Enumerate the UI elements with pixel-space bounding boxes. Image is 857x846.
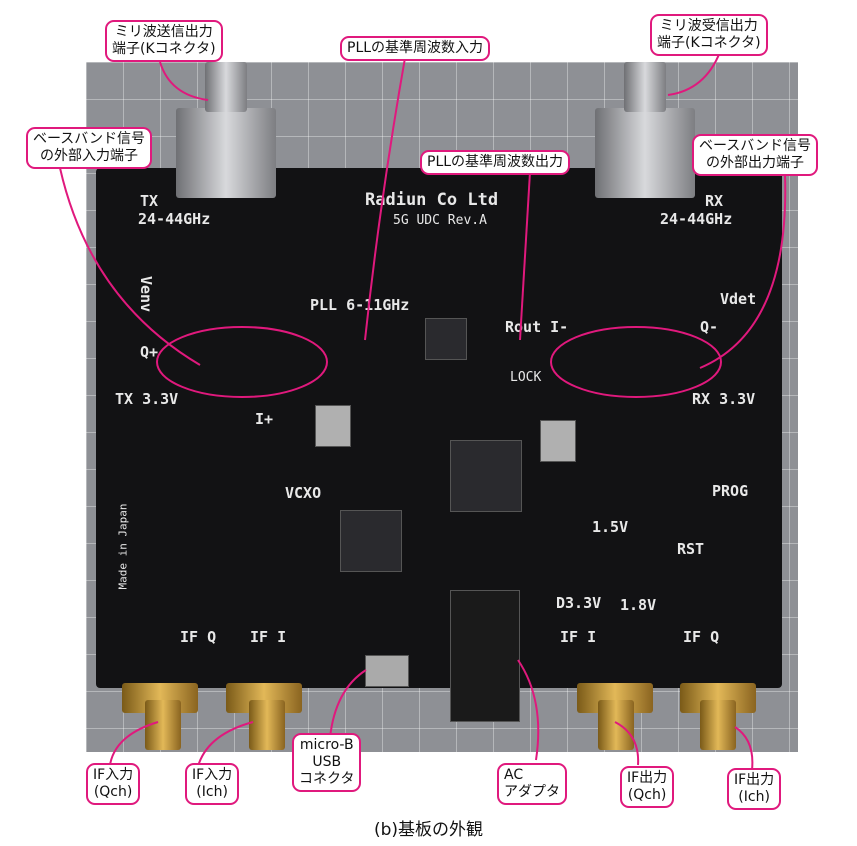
- callout-tx-connector: ミリ波送信出力 端子(Kコネクタ): [105, 20, 223, 62]
- callout-if-in-i: IF入力 (Ich): [185, 763, 240, 805]
- callout-text: (Qch): [93, 784, 133, 800]
- callout-text: micro-B: [299, 737, 354, 753]
- if-out-i-sma-thread: [598, 700, 634, 750]
- silk-lock: LOCK: [510, 370, 542, 385]
- silk-if-i-right: IF I: [560, 628, 597, 646]
- callout-text: ミリ波受信出力: [659, 18, 758, 34]
- callout-text: PLLの基準周波数出力: [427, 154, 564, 170]
- callout-usb: micro-B USB コネクタ: [292, 733, 362, 792]
- leader-pll-in: [364, 57, 406, 341]
- callout-baseband-out: ベースバンド信号 の外部出力端子: [692, 134, 818, 176]
- if-out-q-sma-thread: [700, 700, 736, 750]
- callout-ac-adapter: AC アダプタ: [497, 763, 567, 805]
- callout-text: IF出力: [627, 770, 668, 786]
- callout-text: の外部入力端子: [40, 148, 138, 164]
- callout-text: コネクタ: [299, 771, 355, 787]
- callout-text: PLLの基準周波数入力: [347, 40, 484, 56]
- silk-if-q-left: IF Q: [180, 628, 217, 646]
- callout-text: 端子(Kコネクタ): [112, 41, 216, 57]
- callout-text: IF入力: [192, 767, 233, 783]
- usb-chip: [340, 510, 402, 572]
- silk-tx-band: 24-44GHz: [138, 210, 211, 228]
- silk-pll: PLL 6-11GHz: [310, 296, 410, 314]
- callout-text: アダプタ: [504, 784, 560, 800]
- silk-company: Radiun Co Ltd: [365, 190, 499, 210]
- silk-rev: 5G UDC Rev.A: [393, 213, 487, 228]
- callout-text: IF出力: [734, 772, 775, 788]
- callout-baseband-in: ベースバンド信号 の外部入力端子: [26, 127, 152, 169]
- callout-rx-connector: ミリ波受信出力 端子(Kコネクタ): [650, 14, 768, 56]
- bb-in-highlight: [156, 326, 328, 398]
- dc-jack: [450, 590, 520, 722]
- micro-usb-port: [365, 655, 409, 687]
- callout-text: ミリ波送信出力: [114, 24, 213, 40]
- callout-if-out-q: IF出力 (Qch): [620, 766, 675, 808]
- leader-usb: [329, 669, 367, 739]
- rx-k-connector-thread: [624, 62, 666, 112]
- tx-k-connector: [176, 108, 276, 198]
- silk-q-minus: Q-: [700, 318, 719, 336]
- silk-tx: TX: [140, 192, 159, 210]
- callout-text: (Qch): [627, 787, 667, 803]
- leader-if-out-i: [614, 721, 640, 766]
- callout-if-in-q: IF入力 (Qch): [86, 763, 141, 805]
- silk-i-plus: I+: [255, 410, 274, 428]
- callout-text: ベースバンド信号: [33, 131, 145, 147]
- leader-tx: [159, 61, 209, 101]
- silk-prog: PROG: [712, 482, 749, 500]
- silk-if-q-right: IF Q: [683, 628, 720, 646]
- if-in-i-sma-thread: [249, 700, 285, 750]
- silk-1v8: 1.8V: [620, 596, 657, 614]
- bb-out-highlight: [550, 326, 722, 398]
- callout-text: (Ich): [738, 789, 770, 805]
- callout-pll-ref-out: PLLの基準周波数出力: [420, 150, 571, 175]
- crystal: [540, 420, 576, 462]
- callout-text: AC: [504, 767, 524, 783]
- leader-rx: [667, 51, 721, 96]
- silk-q-plus: Q+: [140, 343, 159, 361]
- figure-caption: (b)基板の外観: [373, 820, 484, 840]
- silk-d3v3: D3.3V: [556, 594, 602, 612]
- silk-tx33: TX 3.3V: [115, 390, 179, 408]
- callout-text: USB: [312, 754, 342, 770]
- rx-k-connector: [595, 108, 695, 198]
- silk-rx33: RX 3.3V: [692, 390, 756, 408]
- silk-vdet: Vdet: [720, 290, 757, 308]
- leader-bb-in: [59, 167, 201, 366]
- leader-bb-out: [699, 174, 787, 369]
- callout-pll-ref-in: PLLの基準周波数入力: [340, 36, 491, 61]
- leader-if-in-q: [109, 721, 159, 766]
- callout-text: の外部出力端子: [706, 155, 804, 171]
- silk-rst: RST: [677, 540, 705, 558]
- tx-k-connector-thread: [205, 62, 247, 112]
- silk-rx-band: 24-44GHz: [660, 210, 733, 228]
- vcxo-crystal: [315, 405, 351, 447]
- callout-text: ベースバンド信号: [699, 138, 811, 154]
- leader-pll-out: [519, 171, 531, 341]
- callout-text: (Ich): [196, 784, 228, 800]
- callout-if-out-i: IF出力 (Ich): [727, 768, 782, 810]
- silk-1v5: 1.5V: [592, 518, 629, 536]
- silk-if-i-left: IF I: [250, 628, 287, 646]
- pll-chip: [425, 318, 467, 360]
- silk-rx: RX: [705, 192, 724, 210]
- callout-text: 端子(Kコネクタ): [657, 35, 761, 51]
- callout-text: IF入力: [93, 767, 134, 783]
- leader-if-out-q: [734, 726, 754, 771]
- silk-vcxo: VCXO: [285, 484, 322, 502]
- leader-ac: [517, 659, 540, 761]
- pcb-board: [96, 168, 782, 688]
- mcu-chip: [450, 440, 522, 512]
